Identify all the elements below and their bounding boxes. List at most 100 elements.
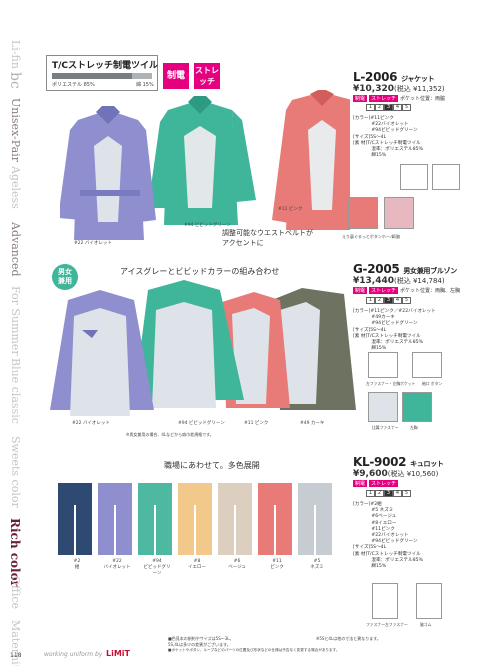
culotte-color-name: 紺 <box>74 565 80 570</box>
p2-size-3: 3 <box>384 297 393 304</box>
p1-name: ジャケット <box>401 75 435 83</box>
jacket-pink <box>272 90 350 230</box>
culotte-waist <box>258 483 292 505</box>
p2-tag-badge1: 制電 <box>353 287 368 294</box>
nav-item-office[interactable]: Office <box>9 576 22 610</box>
nav-item-ageless[interactable]: Ageless <box>9 166 22 209</box>
culotte-leg-right <box>236 503 252 555</box>
p2-thumb-caption-2: 袖口 ボタン <box>422 381 443 386</box>
nav-item-rich-color[interactable]: Rich color <box>8 518 22 587</box>
p1-price-value: ¥10,320 <box>353 84 394 94</box>
culotte-waist <box>98 483 132 505</box>
p3-thumb-caption-1: ファスナー左ファスナー <box>366 622 408 627</box>
culotte-color-name: ピンク <box>270 565 284 570</box>
blouson-khaki <box>272 288 356 410</box>
culotte-leg-left <box>98 503 114 555</box>
culotte-num: #94 <box>152 559 162 564</box>
culotte-num: #8 <box>193 559 201 564</box>
p2-size-2: 2 <box>375 297 384 304</box>
p2-thumb-caption-1: 左ファスナー・左胸ポケット <box>366 381 416 386</box>
culotte-waist <box>138 483 172 505</box>
p3-line-drawing-back <box>416 583 442 619</box>
p3-tag: 制電ストレッチ <box>353 480 399 487</box>
culotte-num: #6 <box>233 559 241 564</box>
culotte-num: #22 <box>112 559 122 564</box>
footer-note-3: ※5Sと4Lは他の寸法と異なります。 <box>316 636 381 641</box>
fabric-info-box <box>46 55 158 91</box>
culotte-leg-right <box>276 503 292 555</box>
nav-item-maternity[interactable]: Maternity <box>9 620 22 666</box>
p2-tag-text: ポケット位置：両胸、左胸 <box>400 288 461 294</box>
fabric-title: T/Cストレッチ制電ツイル <box>52 61 159 71</box>
p3-code-text: KL-9002 <box>353 455 407 469</box>
p3-thumb-caption-2: 脇ゴム <box>420 622 432 627</box>
p2-thumb-caption-3: 比翼ファスナー <box>372 425 399 430</box>
culotte-num: #2 <box>73 559 81 564</box>
p3-line-drawing-front <box>372 583 398 619</box>
p2-code: G-2005 男女兼用ブルゾン <box>353 262 457 276</box>
p2-thumb-chest <box>402 392 432 422</box>
blouson-illustrations <box>50 280 356 416</box>
antistatic-badge: 制電 <box>163 63 189 89</box>
p2-tag: 制電ストレッチポケット位置：両胸、左胸 <box>353 287 460 294</box>
culotte-num: #5 <box>313 559 321 564</box>
nav-item-blue-classic[interactable]: Blue classic <box>9 358 22 424</box>
blouson-green <box>134 280 244 408</box>
nav-item-for-summer[interactable]: For Summer <box>9 286 22 356</box>
p1-size-5: 5 <box>402 104 411 111</box>
p2-size-1: 1 <box>366 297 375 304</box>
nav-item-bc[interactable]: bc <box>7 72 23 89</box>
culotte-num: #11 <box>272 559 282 564</box>
p2-caption-green: #94 ビビッドグリーン <box>178 421 225 426</box>
side-navigation: Li-fin bc Unisex-Pair Ageless Advanced F… <box>0 40 30 666</box>
nav-item-advanced[interactable]: Advanced <box>9 222 22 277</box>
culotte-leg-left <box>138 503 154 555</box>
culotte-leg-left <box>258 503 274 555</box>
p3-size-2: 2 <box>375 490 384 497</box>
p3-tag-badge1: 制電 <box>353 480 368 487</box>
nav-item-unisex-pair[interactable]: Unisex-Pair <box>9 98 22 162</box>
p2-caption-khaki: #49 カーキ <box>300 421 325 426</box>
culotte-waist <box>178 483 212 505</box>
nav-item-lifin[interactable]: Li-fin <box>9 40 22 69</box>
p2-name: 男女兼用ブルゾン <box>403 267 457 275</box>
p2-line-drawing-back <box>412 352 442 378</box>
p2-price: ¥13,440(税込 ¥14,784) <box>353 276 445 286</box>
culotte-leg-right <box>76 503 92 555</box>
fabric-ratio-bar <box>52 73 152 79</box>
p3-spec: [カラー]#2紺 #5 ネズミ #6ベージュ #8イエロー #11ピンク #22… <box>353 502 423 570</box>
page-number: 118 <box>10 652 22 659</box>
nav-item-sweets-color[interactable]: Sweets color <box>9 436 22 508</box>
p1-line-drawing-back <box>432 164 460 190</box>
fabric-ratio-left: ポリエステル 85% <box>52 82 95 88</box>
p1-thumb-caption-2: 両脇 <box>392 234 400 239</box>
p3-price-value: ¥9,600 <box>353 469 388 479</box>
stretch-badge: ストレッチ <box>194 63 220 89</box>
p2-spec: [カラー]#11ピンク／#22バイオレット #49カーキ #94ビビッドグリーン… <box>353 309 436 352</box>
blouson-violet <box>50 290 154 416</box>
p3-size-5: 5 <box>402 490 411 497</box>
p3-name: キュロット <box>410 460 444 468</box>
footer-brand-text: working uniform by <box>44 651 103 658</box>
culotte-color-name: ネズミ <box>310 565 324 570</box>
culotte-leg-left <box>178 503 194 555</box>
p3-price: ¥9,600(税込 ¥10,560) <box>353 469 438 479</box>
p1-code-text: L-2006 <box>353 70 398 84</box>
jacket-violet <box>60 106 156 240</box>
culotte-color-name: ビビッドグリーン <box>143 565 171 576</box>
p3-code: KL-9002 キュロット <box>353 455 444 469</box>
p1-tag-badge2: ストレッチ <box>369 95 399 102</box>
p2-thumb-zipper <box>368 392 398 422</box>
p1-size-2: 2 <box>375 104 384 111</box>
p1-price: ¥10,320(税込 ¥11,352) <box>353 84 445 94</box>
p1-caption-violet: #22 バイオレット <box>74 241 112 246</box>
